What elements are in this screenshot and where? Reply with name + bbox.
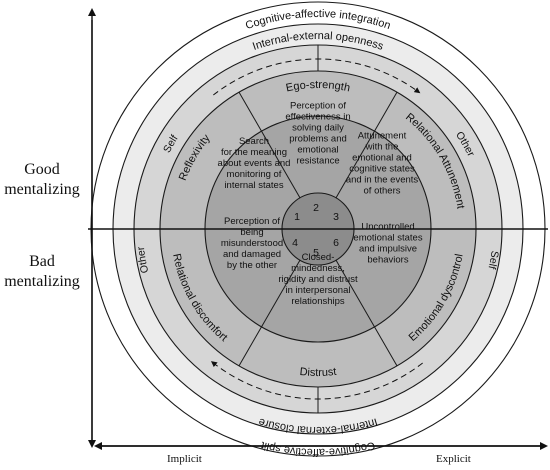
sector-text-line: cognitive states [349, 164, 415, 175]
bad-label-line1: Bad [29, 253, 55, 270]
sector-text-line: Search [239, 136, 269, 147]
sector-text-line: for the meaning [221, 147, 287, 158]
explicit-label: Explicit [436, 453, 471, 465]
sector-text-line: and impulsive [359, 244, 417, 255]
sector-text-line: in interpersonal [286, 285, 351, 296]
sector-text-line: Perception of [224, 216, 280, 227]
sector-text-line: effectiveness in [285, 112, 350, 123]
bad-label-line2: mentalizing [4, 273, 80, 290]
good-label-line1: Good [24, 161, 60, 178]
sector-text-line: problems and [289, 134, 347, 145]
sector-divider-0 [335, 91, 398, 199]
sector-text-line: about events and [218, 158, 291, 169]
sector-text-line: internal states [224, 180, 283, 191]
dimension-distrust: Distrust [299, 366, 337, 379]
center-number-6: 6 [333, 237, 339, 249]
center-number-4: 4 [292, 237, 298, 249]
good-mentalizing-label: Good mentalizing [0, 160, 84, 200]
sector-text-line: mindedness, [291, 263, 345, 274]
sector-text-line: of others [364, 186, 401, 197]
other-bottom-label: Other [135, 246, 151, 275]
self-to-other-bottom-dashed-arrow [210, 361, 423, 400]
sector-text-line: emotional and [352, 153, 412, 164]
sector-text-line: by the other [227, 260, 277, 271]
implicit-label: Implicit [167, 453, 202, 465]
center-number-2: 2 [313, 202, 319, 214]
sector-text-line: Attunement [358, 131, 407, 142]
center-number-3: 3 [333, 211, 339, 223]
sector-text-line: Uncontrolled [361, 222, 414, 233]
sector-text-line: behaviors [367, 255, 408, 266]
sector-text-line: rigidity and distrust [278, 274, 358, 285]
sector-text-line: and in the events [346, 175, 419, 186]
sector-text-line: with the [365, 142, 399, 153]
sector-text-line: being [240, 227, 263, 238]
center-number-1: 1 [294, 211, 300, 223]
bad-mentalizing-label: Bad mentalizing [0, 252, 84, 292]
good-label-line2: mentalizing [4, 181, 80, 198]
axes [88, 8, 548, 450]
sector-divider-5 [238, 91, 301, 199]
sector-divider-2 [335, 259, 398, 367]
center-number-5: 5 [313, 247, 319, 259]
sector-text-line: emotional [297, 145, 338, 156]
self-bottom-label: Self [486, 250, 501, 270]
sector-text-line: Perception of [290, 101, 346, 112]
sector-text-line: Closed- [302, 252, 335, 263]
sector-text-line: and damaged [223, 249, 281, 260]
sector-text-line: solving daily [292, 123, 344, 134]
sector-text-line: relationships [291, 296, 345, 307]
sector-text-line: monitoring of [227, 169, 282, 180]
sector-divider-3 [238, 259, 301, 367]
dimension-ego-strength: Ego-strength [285, 79, 351, 94]
sector-text-line: emotional states [353, 233, 422, 244]
sector-text-line: misunderstood [221, 238, 283, 249]
sector-text-line: resistance [296, 156, 339, 167]
